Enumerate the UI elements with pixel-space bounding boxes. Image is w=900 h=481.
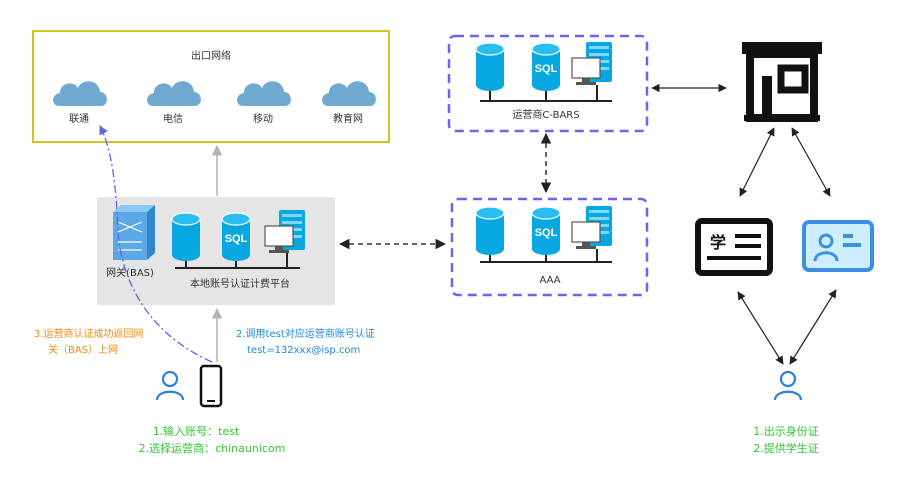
svg-text:学: 学 xyxy=(710,233,726,252)
link-idcard-student xyxy=(789,289,837,365)
isp-label-edu: 教育网 xyxy=(333,112,363,125)
step3-line1: 3.运营商认证成功返回网 xyxy=(34,327,144,340)
database-icon xyxy=(475,42,505,92)
person-icon xyxy=(773,370,803,402)
gateway-label: 网关(BAS) xyxy=(106,266,154,279)
database-icon xyxy=(475,206,505,256)
link-operator-studentcard xyxy=(739,127,775,197)
user-step-2: 2.选择运营商：chinaunicom xyxy=(139,441,286,455)
user-step-1: 1.输入账号：test xyxy=(153,424,240,438)
aaa-group: AAA xyxy=(450,197,649,297)
sql-database-icon xyxy=(531,42,561,92)
id-card-icon xyxy=(802,220,874,272)
link-studentcard-student xyxy=(737,291,784,365)
isp-label-mobile: 移动 xyxy=(253,112,273,125)
sql-database-icon xyxy=(531,206,561,256)
link-operator-idcard xyxy=(791,127,831,197)
operator-store-icon xyxy=(742,42,822,122)
isp-label-telecom: 电信 xyxy=(163,112,183,125)
egress-network-title: 出口网络 xyxy=(191,49,231,62)
auth-success-path xyxy=(99,125,213,363)
student-step-1: 1.出示身份证 xyxy=(753,424,819,438)
aaa-label: AAA xyxy=(539,275,560,286)
step2-line2: test=132xxx@isp.com xyxy=(247,345,360,356)
cbars-group: 运营商C-BARS xyxy=(447,34,649,133)
sql-database-icon xyxy=(221,212,251,262)
local-platform-group: 网关(BAS) 本地账号认证计费平台 xyxy=(97,197,335,305)
local-platform-label: 本地账号认证计费平台 xyxy=(190,277,290,290)
database-icon xyxy=(171,212,201,262)
person-icon xyxy=(155,370,185,402)
student-card-icon: 学 xyxy=(695,218,773,276)
isp-label-unicom: 联通 xyxy=(69,113,89,125)
gateway-switch-icon xyxy=(113,205,155,260)
step2-line1: 2.调用test对应运营商账号认证 xyxy=(236,327,375,340)
cbars-label: 运营商C-BARS xyxy=(512,108,579,121)
student-step-2: 2.提供学生证 xyxy=(753,441,819,455)
step3-line2: 关（BAS）上网 xyxy=(48,343,118,356)
smartphone-icon xyxy=(199,364,223,408)
egress-network-group: 出口网络 联通 电信 移动 教育网 xyxy=(32,30,390,143)
